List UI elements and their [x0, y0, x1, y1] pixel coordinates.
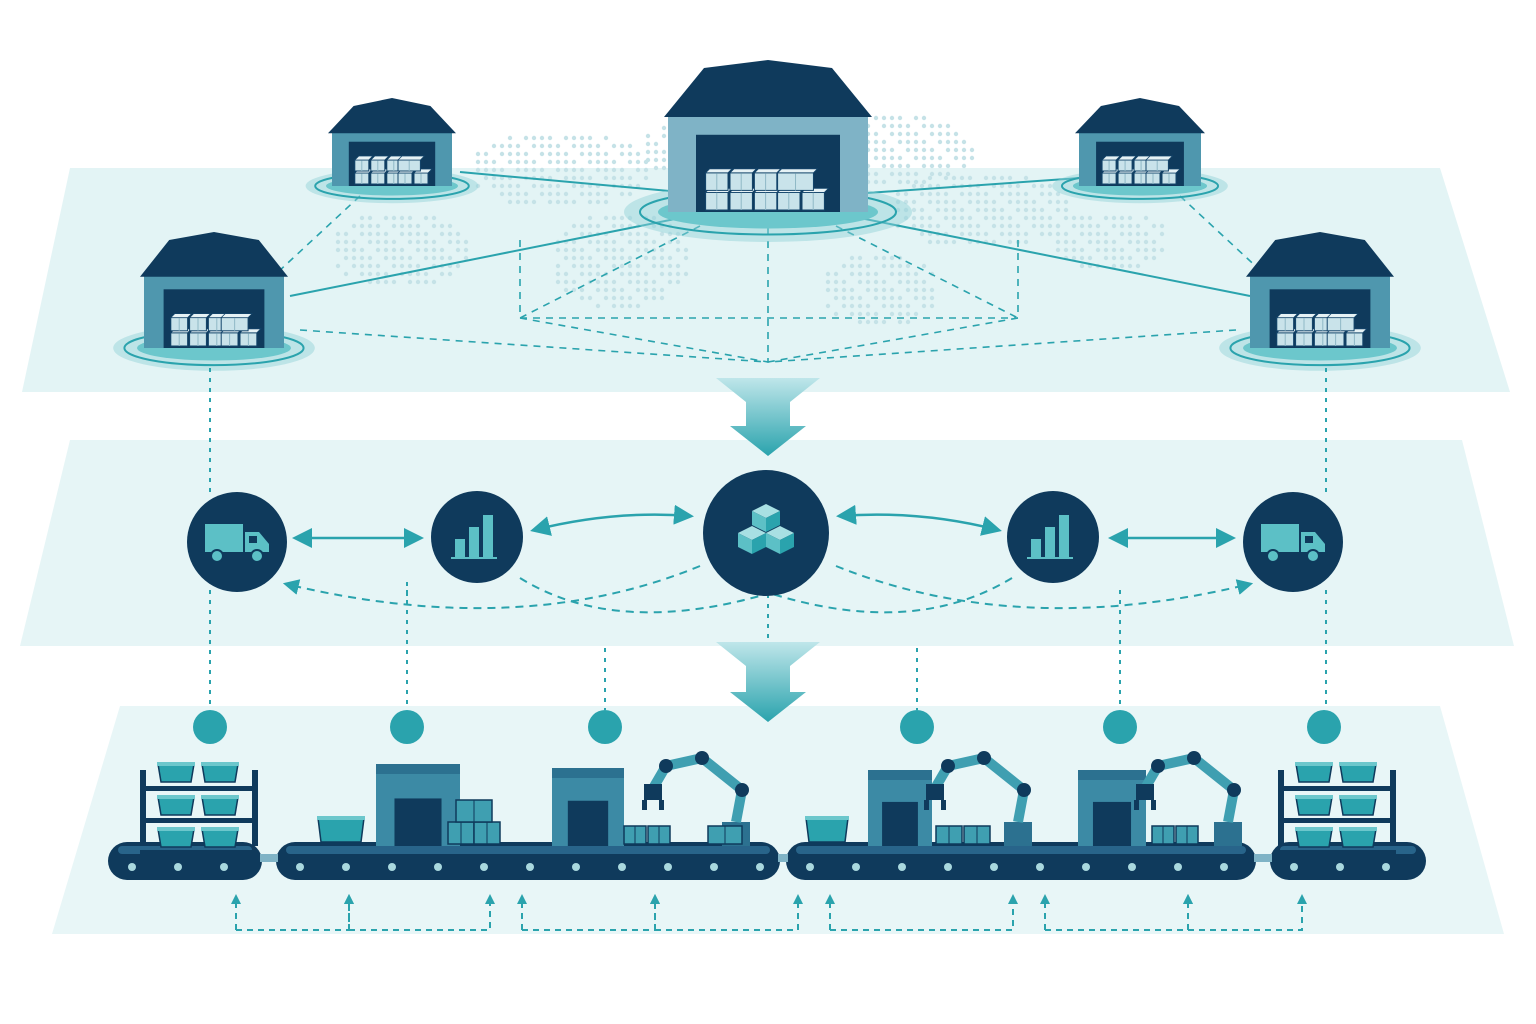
warehouse-icon: [1052, 98, 1228, 204]
warehouse-connections: [249, 171, 1291, 363]
sensor-node: [1307, 710, 1341, 744]
sensor-node: [588, 710, 622, 744]
conveyor-belt: [786, 842, 1256, 880]
link-solid: [839, 213, 1251, 297]
flow-arrow-down-2: [716, 642, 820, 722]
storage-shelf: [1278, 770, 1396, 855]
sensor-node: [193, 710, 227, 744]
bar-chart-icon: [1027, 515, 1073, 559]
link-solid: [289, 213, 701, 297]
hub-node: [703, 470, 829, 596]
dashed-flow-link: [519, 577, 781, 614]
feedback-loops: [231, 894, 1307, 931]
sensor-nodes: [193, 710, 1341, 744]
dashed-flow-link: [282, 565, 701, 610]
truck-icon: [205, 524, 269, 563]
processing-station: [376, 764, 460, 846]
sensor-node: [390, 710, 424, 744]
hub-links: [282, 504, 1254, 614]
robot-arm: [924, 751, 1032, 846]
conveyor-belt: [276, 842, 780, 880]
feedback-arrow: [829, 896, 1014, 931]
production-line: [108, 751, 1426, 880]
processing-station: [552, 768, 624, 846]
link-dashed: [299, 329, 769, 363]
dashed-flow-link: [759, 577, 1013, 614]
bidirectional-link: [530, 504, 694, 536]
hub-node: [1243, 492, 1343, 592]
warehouse-icon: [624, 60, 912, 242]
link-dashed: [519, 317, 769, 363]
link-dashed: [767, 317, 1019, 363]
inventory-cubes-icon: [738, 504, 794, 554]
hub-node: [1007, 491, 1099, 583]
feedback-arrow: [348, 896, 491, 931]
processing-station: [868, 770, 932, 846]
link-dashed: [835, 225, 1019, 319]
coordination-hubs: [187, 470, 1343, 596]
link-dashed: [767, 329, 1237, 363]
flow-arrow-down-1: [716, 378, 820, 456]
dashed-flow-link: [835, 565, 1254, 610]
hub-node: [431, 491, 523, 583]
bidirectional-link: [836, 504, 1002, 536]
sensor-node: [1103, 710, 1137, 744]
warehouse-icon: [305, 98, 479, 204]
warehouse-icon: [1219, 232, 1421, 371]
tier-connectors: [209, 368, 1327, 710]
sensor-node: [900, 710, 934, 744]
feedback-arrow: [654, 896, 799, 931]
truck-icon: [1261, 524, 1325, 563]
hub-node: [187, 492, 287, 592]
warehouse-icon: [113, 232, 315, 371]
bar-chart-icon: [451, 515, 497, 559]
robot-arm: [1134, 751, 1242, 846]
feedback-arrow: [1187, 896, 1303, 931]
warehouse-network: [113, 60, 1421, 371]
storage-shelf: [140, 770, 258, 855]
